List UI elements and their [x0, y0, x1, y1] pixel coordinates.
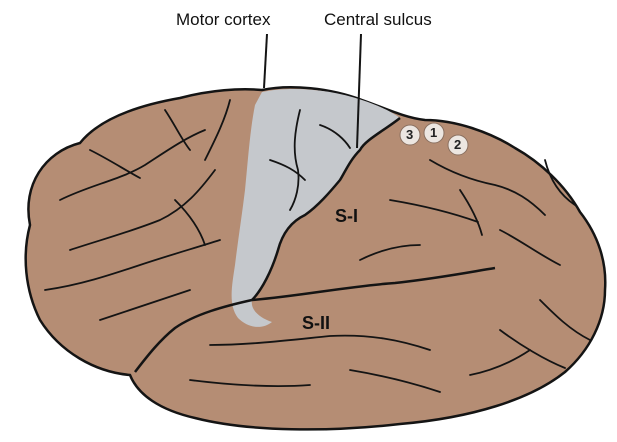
- s1-label: S-I: [335, 206, 358, 227]
- motor-cortex-leader: [264, 34, 267, 88]
- motor-cortex-label: Motor cortex: [176, 10, 270, 30]
- area-1-label: 1: [430, 125, 437, 140]
- area-2-label: 2: [454, 137, 461, 152]
- central-sulcus-label: Central sulcus: [324, 10, 432, 30]
- area-3-label: 3: [406, 127, 413, 142]
- s2-label: S-II: [302, 313, 330, 334]
